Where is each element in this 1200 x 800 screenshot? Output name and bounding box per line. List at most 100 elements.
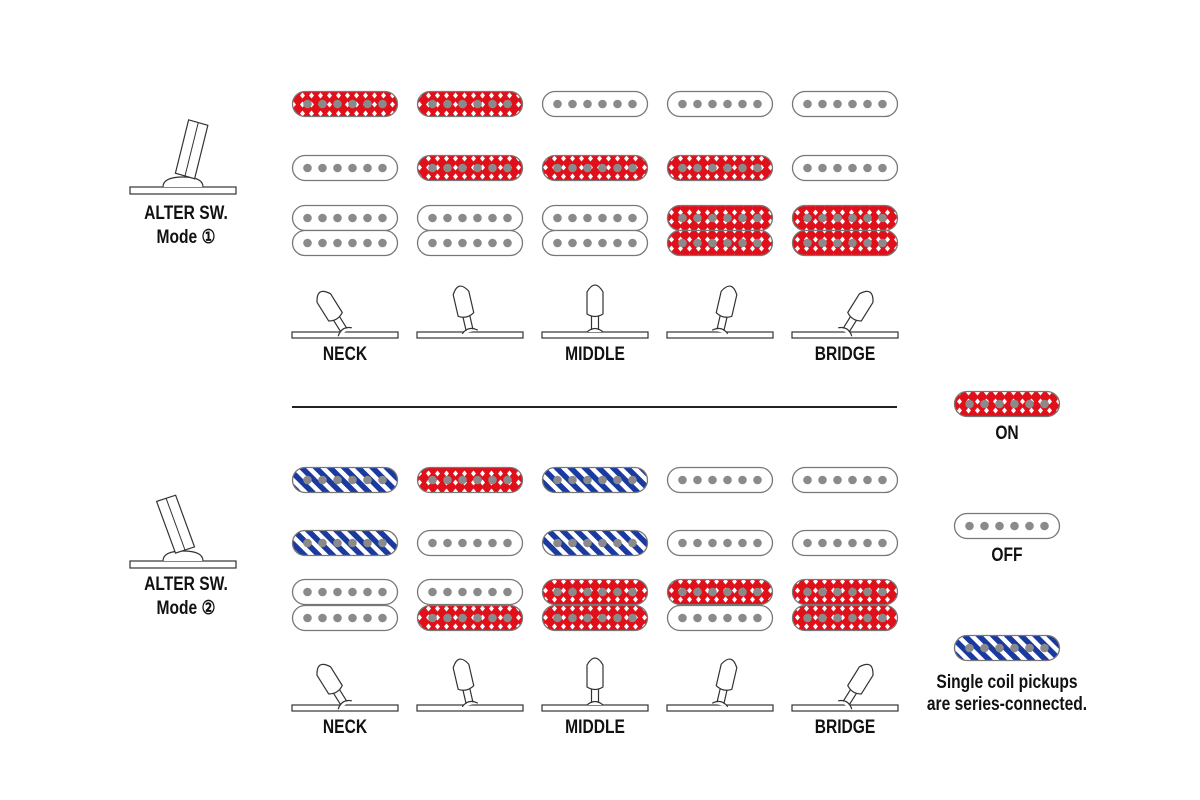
- pole-piece: [568, 238, 577, 248]
- pole-piece: [598, 475, 607, 485]
- pole-piece: [980, 643, 989, 653]
- pole-piece: [443, 538, 452, 548]
- five-way-switch-position-5: [791, 663, 899, 712]
- pole-piece: [818, 613, 827, 623]
- legend-series-label-1: Single coil pickups: [936, 672, 1078, 693]
- pole-piece: [378, 213, 387, 223]
- pole-piece: [363, 213, 372, 223]
- pole-piece: [443, 213, 452, 223]
- bridge-humbucker-top-coil-off: [291, 204, 399, 232]
- pole-piece: [753, 613, 762, 623]
- pole-piece: [848, 587, 857, 597]
- pole-piece: [348, 475, 357, 485]
- pole-piece: [708, 99, 717, 109]
- pole-piece: [678, 99, 687, 109]
- pole-piece: [488, 163, 497, 173]
- pole-piece: [583, 163, 592, 173]
- pole-piece: [568, 475, 577, 485]
- bridge-humbucker-bottom-coil-off: [291, 229, 399, 257]
- pole-piece: [473, 613, 482, 623]
- bridge-humbucker-top-coil-on: [791, 578, 899, 606]
- pole-piece: [995, 521, 1004, 531]
- pole-piece: [488, 538, 497, 548]
- bridge-humbucker-top-coil-on: [666, 204, 774, 232]
- pole-piece: [568, 213, 577, 223]
- position-label-neck: NECK: [322, 344, 368, 365]
- mode2-title: ALTER SW.: [144, 574, 228, 595]
- pole-piece: [693, 587, 702, 597]
- pole-piece: [863, 538, 872, 548]
- pole-piece: [980, 521, 989, 531]
- pole-piece: [568, 163, 577, 173]
- pole-piece: [458, 538, 467, 548]
- pole-piece: [863, 613, 872, 623]
- pole-piece: [488, 238, 497, 248]
- pole-piece: [553, 99, 562, 109]
- pole-piece: [348, 163, 357, 173]
- pole-piece: [878, 587, 887, 597]
- bridge-humbucker-top-coil-on: [791, 204, 899, 232]
- pole-piece: [833, 238, 842, 248]
- pole-piece: [708, 587, 717, 597]
- bridge-humbucker-bottom-coil-off: [291, 604, 399, 632]
- pole-piece: [738, 538, 747, 548]
- pole-piece: [613, 538, 622, 548]
- pole-piece: [965, 399, 974, 409]
- neck-pickup-off: [666, 90, 774, 118]
- pole-piece: [803, 475, 812, 485]
- pole-piece: [628, 475, 637, 485]
- pole-piece: [348, 99, 357, 109]
- pole-piece: [708, 538, 717, 548]
- five-way-switch-position-5: [791, 290, 899, 339]
- pole-piece: [878, 475, 887, 485]
- middle-pickup-off: [791, 529, 899, 557]
- pole-piece: [503, 613, 512, 623]
- pole-piece: [738, 238, 747, 248]
- pole-piece: [598, 163, 607, 173]
- pole-piece: [708, 163, 717, 173]
- neck-pickup-on: [416, 466, 524, 494]
- pole-piece: [803, 213, 812, 223]
- pole-piece: [503, 475, 512, 485]
- pole-piece: [848, 238, 857, 248]
- middle-pickup-on: [666, 154, 774, 182]
- pole-piece: [503, 538, 512, 548]
- pole-piece: [503, 163, 512, 173]
- pole-piece: [738, 163, 747, 173]
- pole-piece: [863, 213, 872, 223]
- pole-piece: [753, 238, 762, 248]
- five-way-switch-position-2: [416, 285, 524, 339]
- pole-piece: [378, 587, 387, 597]
- pole-piece: [318, 163, 327, 173]
- pole-piece: [723, 538, 732, 548]
- pole-piece: [1025, 643, 1034, 653]
- pole-piece: [818, 213, 827, 223]
- position-label-bridge: BRIDGE: [814, 717, 876, 738]
- pole-piece: [723, 613, 732, 623]
- five-way-switch-position-4: [666, 285, 774, 339]
- neck-pickup-on: [291, 90, 399, 118]
- pole-piece: [678, 238, 687, 248]
- pole-piece: [1025, 399, 1034, 409]
- pole-piece: [863, 587, 872, 597]
- alter-switch-mode-2[interactable]: [129, 494, 237, 569]
- pole-piece: [553, 475, 562, 485]
- pole-piece: [863, 99, 872, 109]
- five-way-switch-position-1: [291, 663, 399, 712]
- pole-piece: [473, 587, 482, 597]
- pole-piece: [303, 587, 312, 597]
- pole-piece: [803, 238, 812, 248]
- pole-piece: [333, 99, 342, 109]
- bridge-humbucker-top-coil-off: [416, 578, 524, 606]
- bridge-humbucker-top-coil-on: [666, 578, 774, 606]
- pole-piece: [458, 238, 467, 248]
- pole-piece: [803, 538, 812, 548]
- pole-piece: [333, 613, 342, 623]
- pole-piece: [723, 587, 732, 597]
- middle-pickup-off: [416, 529, 524, 557]
- pole-piece: [803, 99, 812, 109]
- pole-piece: [443, 613, 452, 623]
- alter-switch-mode-1[interactable]: [129, 119, 237, 195]
- pole-piece: [628, 163, 637, 173]
